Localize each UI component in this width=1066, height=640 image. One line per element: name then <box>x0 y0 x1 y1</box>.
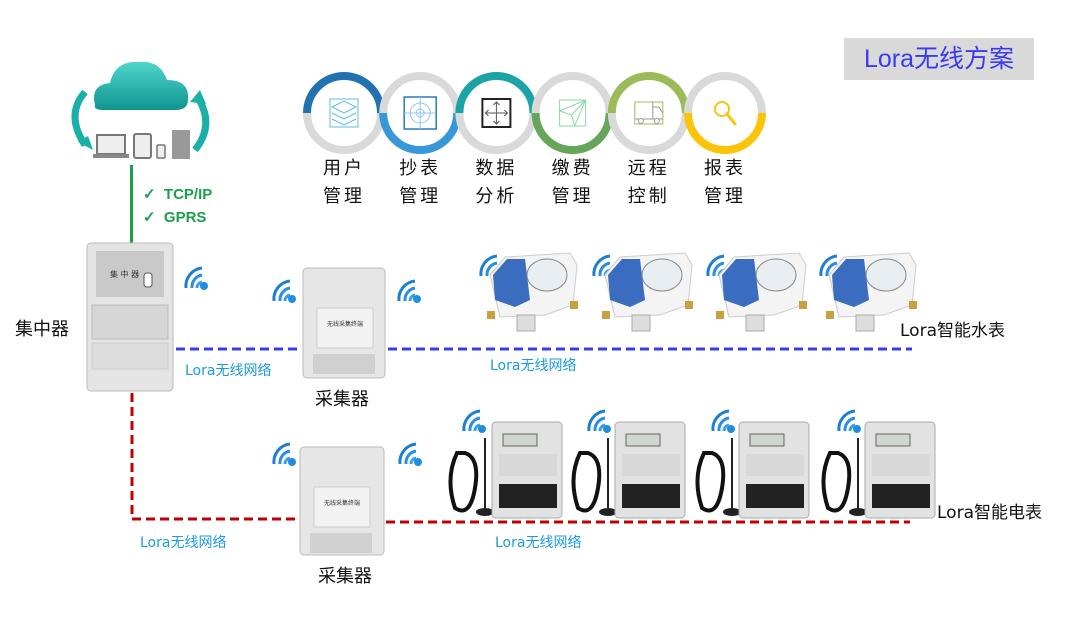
truck-icon <box>634 101 664 125</box>
wifi-signal-icon <box>272 442 296 466</box>
water-meter-label: Lora智能水表 <box>900 321 1005 341</box>
target-icon <box>403 96 437 130</box>
electric-meter-4[interactable] <box>818 418 938 520</box>
concentrator-device[interactable]: 集 中 器 <box>86 242 176 393</box>
electric-meter-3[interactable] <box>692 418 812 520</box>
antenna-icon <box>448 438 494 516</box>
check-icon: ✓ <box>143 186 156 203</box>
collector-device-2[interactable]: 无线采集终端 <box>299 446 386 559</box>
water-meter-4[interactable] <box>824 245 919 335</box>
module-circles <box>303 72 766 154</box>
wifi-signal-icon <box>837 409 861 433</box>
network-label: Lora无线网络 <box>495 535 582 551</box>
antenna-icon <box>821 438 867 516</box>
electric-meter-label: Lora智能电表 <box>937 503 1042 523</box>
water-meter-2[interactable] <box>600 245 695 335</box>
module-label-0: 用户管理 <box>323 158 365 207</box>
concentrator-label: 集中器 <box>15 319 69 340</box>
module-label-2: 数据分析 <box>475 158 518 207</box>
cloud-icon <box>71 61 210 159</box>
network-label: Lora无线网络 <box>185 363 272 379</box>
collector-label-1: 采集器 <box>315 389 369 410</box>
wifi-signal-icon <box>398 442 422 466</box>
search-icon <box>714 101 737 126</box>
wifi-signal-icon <box>462 409 486 433</box>
module-label-5: 报表管理 <box>704 158 746 207</box>
module-circle-2[interactable] <box>455 72 538 154</box>
wifi-signal-icon <box>711 409 735 433</box>
module-circle-0[interactable] <box>303 72 385 154</box>
water-meter-1[interactable] <box>485 245 580 335</box>
svg-text:集 中 器: 集 中 器 <box>110 269 139 279</box>
network-label: Lora无线网络 <box>140 535 227 551</box>
module-circle-3[interactable] <box>531 72 614 154</box>
network-label: Lora无线网络 <box>490 358 577 374</box>
module-label-3: 缴费管理 <box>551 158 594 207</box>
wifi-signal-icon <box>587 409 611 433</box>
module-circle-5[interactable] <box>684 72 766 154</box>
module-label-1: 抄表管理 <box>399 158 442 207</box>
collector-label-2: 采集器 <box>318 566 372 587</box>
protocol-tcpip: ✓ TCP/IP <box>143 186 213 203</box>
paper-plane-icon <box>558 99 587 128</box>
module-circle-4[interactable] <box>607 72 690 154</box>
wifi-signal-icon <box>397 279 421 303</box>
electric-meter-1[interactable] <box>445 418 565 520</box>
svg-text:无线采集终端: 无线采集终端 <box>327 320 363 328</box>
wifi-signal-icon <box>184 266 208 290</box>
svg-text:无线采集终端: 无线采集终端 <box>324 499 360 507</box>
antenna-icon <box>695 438 741 516</box>
module-circle-1[interactable] <box>379 72 462 154</box>
check-icon: ✓ <box>143 209 156 226</box>
title-box: Lora无线方案 <box>844 38 1034 80</box>
antenna-icon <box>571 438 617 516</box>
wifi-signal-icon <box>272 279 296 303</box>
module-label-4: 远程控制 <box>627 158 670 207</box>
layers-icon <box>329 98 359 128</box>
uplink-line <box>130 165 133 243</box>
electric-meter-2[interactable] <box>568 418 688 520</box>
protocol-gprs: ✓ GPRS <box>143 209 207 226</box>
move-arrows-icon <box>481 98 512 128</box>
water-meter-3[interactable] <box>714 245 809 335</box>
collector-device-1[interactable]: 无线采集终端 <box>302 267 387 380</box>
